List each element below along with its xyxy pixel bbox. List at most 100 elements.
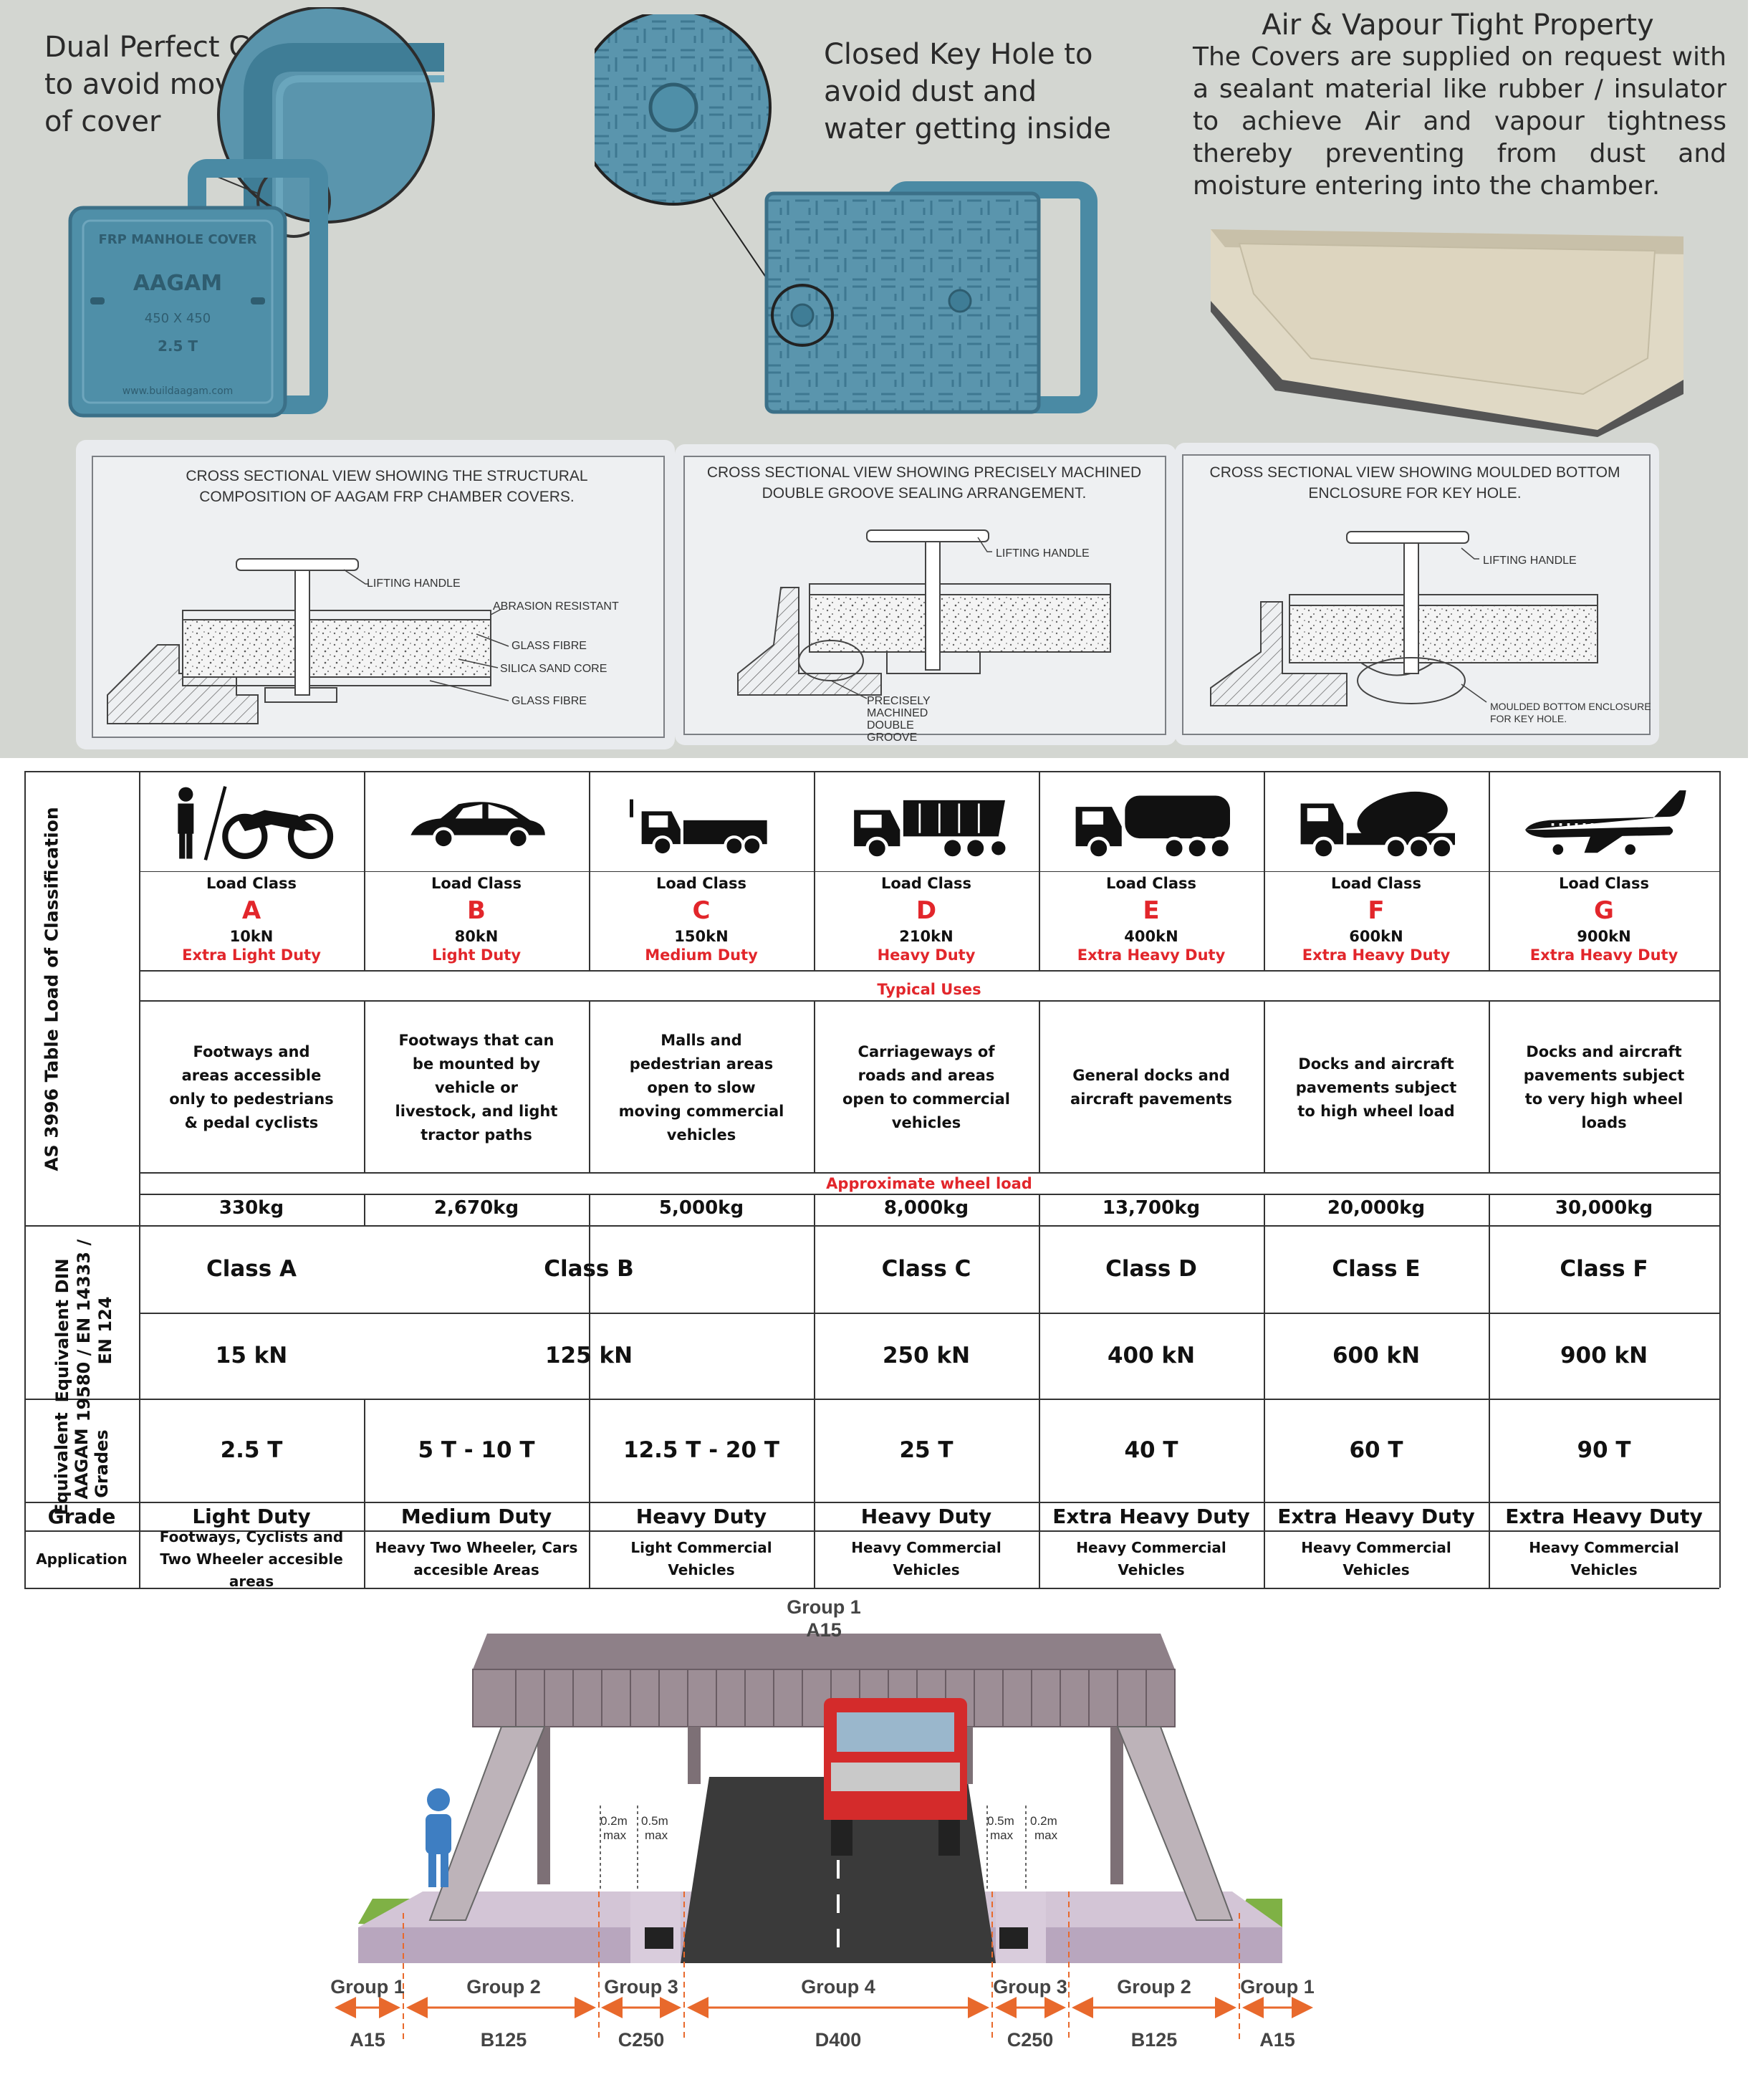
table-rule xyxy=(1489,1000,1490,1172)
grade-value: Extra Heavy Duty xyxy=(1505,1504,1703,1528)
typical-use-text: Carriageways of roads and areas open to … xyxy=(842,1043,1010,1131)
side-label-as3996: AS 3996 Table Load of Classification xyxy=(41,807,62,1171)
keyhole-feature-text: Closed Key Hole to avoid dust and water … xyxy=(824,38,1112,145)
wheel-load-value: 8,000kg xyxy=(883,1197,969,1219)
load-class-label: Load Class xyxy=(1330,875,1422,892)
table-rule xyxy=(1264,1194,1265,1225)
grade-value: Heavy Duty xyxy=(635,1504,767,1528)
table-rule xyxy=(1039,1194,1040,1225)
wheel-load-value: 2,670kg xyxy=(433,1197,519,1219)
cs2-label-lifting-handle: LIFTING HANDLE xyxy=(996,547,1090,560)
application-value: Footways, Cyclists and Two Wheeler acces… xyxy=(159,1528,344,1590)
group-value-label: D400 xyxy=(815,2029,862,2051)
load-class-letter: C xyxy=(692,896,711,925)
load-class-label: Load Class xyxy=(1558,875,1650,892)
table-rule xyxy=(589,771,590,970)
table-rule xyxy=(364,771,365,970)
table-rule xyxy=(364,1194,365,1225)
din-class: Class D xyxy=(1105,1256,1197,1282)
load-class-kn: 80kN xyxy=(454,928,499,945)
table-rule xyxy=(364,1399,365,1588)
grade-value: Light Duty xyxy=(192,1504,311,1528)
table-rule xyxy=(1719,771,1721,1588)
typical-use-text: Malls and pedestrian areas open to slow … xyxy=(618,1031,784,1144)
table-rule xyxy=(24,1399,1719,1400)
grade-value: Medium Duty xyxy=(400,1504,552,1528)
table-rule xyxy=(24,771,1719,772)
table-rule xyxy=(139,871,1719,872)
table-rule xyxy=(1264,771,1265,970)
load-class-letter: F xyxy=(1368,896,1385,925)
wheel-load-value: 13,700kg xyxy=(1102,1197,1201,1219)
clearance-left-2: 0.5m xyxy=(641,1814,668,1828)
clearance-right-2: 0.2m xyxy=(1030,1814,1057,1828)
group-name-label: Group 1 xyxy=(330,1976,405,1998)
table-rule xyxy=(364,1000,365,1172)
group-name-label: Group 2 xyxy=(1117,1976,1191,1998)
table-rule xyxy=(1489,1194,1490,1225)
application-row-label: Application xyxy=(36,1550,128,1568)
table-rule xyxy=(139,771,140,1588)
group-value-label: A15 xyxy=(1259,2029,1295,2051)
table-rule xyxy=(814,771,815,970)
typical-use-text: Docks and aircraft pavements subject to … xyxy=(1295,1055,1457,1120)
load-class-kn: 150kN xyxy=(674,928,729,945)
load-class-kn: 400kN xyxy=(1124,928,1178,945)
road-bridge-diagram xyxy=(335,1634,1313,2042)
table-rule xyxy=(1039,1225,1040,1399)
cs1-label-abrasion: ABRASION RESISTANT xyxy=(493,600,619,613)
airplane-icon xyxy=(1489,778,1719,868)
application-value: Heavy Two Wheeler, Cars accesible Areas xyxy=(375,1539,578,1578)
cover-marking-5: www.buildaagam.com xyxy=(123,385,234,397)
din-class: Class C xyxy=(881,1256,971,1282)
cs3-label-bottom-enclosure: MOULDED BOTTOM ENCLOSURE FOR KEY HOLE. xyxy=(1490,701,1651,724)
table-rule xyxy=(1039,1399,1040,1588)
din-kn: 400 kN xyxy=(1107,1343,1196,1368)
wheel-load-value: 330kg xyxy=(218,1197,284,1219)
clearance-left-4: max xyxy=(645,1828,668,1842)
typical-use-text: General docks and aircraft pavements xyxy=(1070,1067,1232,1108)
table-rule xyxy=(814,1000,815,1172)
load-class-letter: D xyxy=(916,896,937,925)
table-rule xyxy=(139,1313,1719,1314)
din-kn: 15 kN xyxy=(215,1343,288,1368)
wheel-load-value: 20,000kg xyxy=(1327,1197,1426,1219)
table-rule xyxy=(814,1194,815,1225)
table-rule xyxy=(139,970,1719,972)
application-value: Heavy Commercial Vehicles xyxy=(1076,1539,1226,1578)
aagam-grade: 12.5 T - 20 T xyxy=(623,1437,779,1463)
table-rule xyxy=(24,1530,1719,1532)
aagam-grade: 40 T xyxy=(1124,1437,1178,1463)
wheel-load-value: 30,000kg xyxy=(1555,1197,1653,1219)
cross-section-title-2: CROSS SECTIONAL VIEW SHOWING PRECISELY M… xyxy=(706,464,1142,502)
table-rule xyxy=(24,1588,1719,1589)
aagam-grade: 5 T - 10 T xyxy=(418,1437,535,1463)
load-class-letter: B xyxy=(467,896,486,925)
load-class-duty: Extra Heavy Duty xyxy=(1077,946,1226,964)
grade-value: Extra Heavy Duty xyxy=(1277,1504,1475,1528)
table-rule xyxy=(1264,1225,1265,1399)
table-rule xyxy=(24,1225,1719,1227)
din-kn: 900 kN xyxy=(1560,1343,1648,1368)
group-value-label: A15 xyxy=(350,2029,385,2051)
table-rule xyxy=(1039,1000,1040,1172)
table-rule xyxy=(589,1225,590,1399)
load-class-letter: A xyxy=(241,896,261,925)
aagam-grade: 25 T xyxy=(899,1437,954,1463)
group-value-label: C250 xyxy=(618,2029,665,2051)
table-rule xyxy=(139,1194,1719,1195)
mixer-truck-icon xyxy=(1264,778,1489,868)
table-rule xyxy=(1489,1225,1490,1399)
car-icon xyxy=(364,778,589,868)
load-class-duty: Medium Duty xyxy=(645,946,758,964)
group-value-label: C250 xyxy=(1007,2029,1054,2051)
table-rule xyxy=(814,1225,815,1399)
group-name-label: Group 2 xyxy=(466,1976,541,1998)
load-class-label: Load Class xyxy=(655,875,747,892)
grade-value: Heavy Duty xyxy=(860,1504,992,1528)
table-rule xyxy=(139,1172,1719,1174)
aagam-grade: 90 T xyxy=(1577,1437,1631,1463)
pedestrian-motorcycle-icon xyxy=(139,778,364,868)
table-rule xyxy=(589,1000,590,1172)
air-tight-description: The Covers are supplied on request with … xyxy=(1193,42,1726,201)
